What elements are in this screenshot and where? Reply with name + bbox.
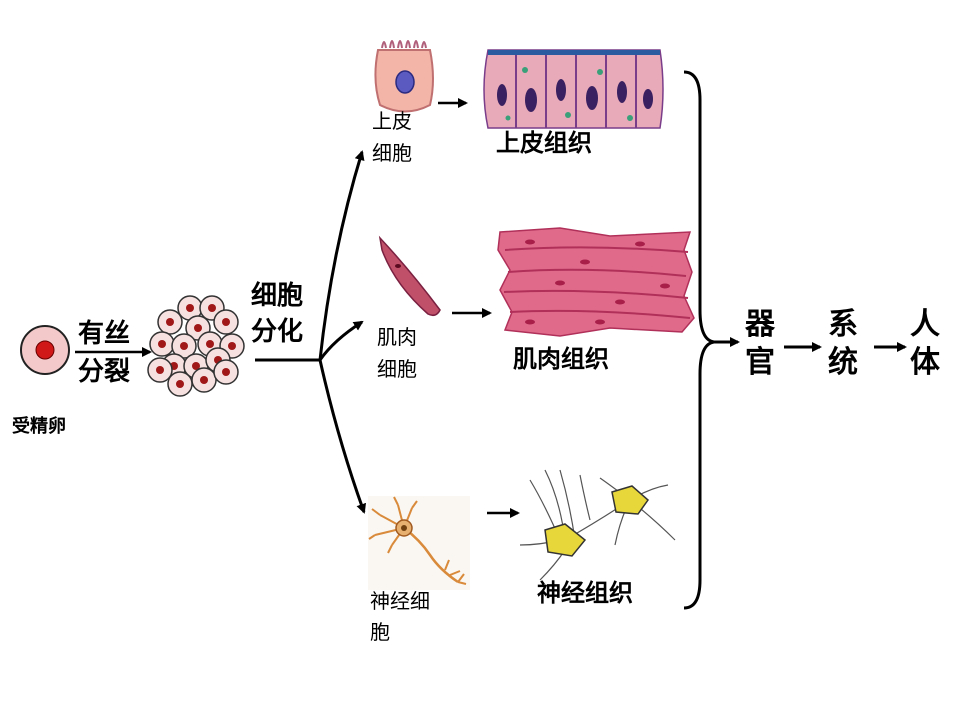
branch-arrow-epithelial — [318, 150, 365, 361]
fertilized-egg-label: 受精卵 — [12, 416, 66, 437]
cluster-cell-nucleus — [166, 318, 174, 326]
cluster-cell-nucleus — [228, 342, 236, 350]
cluster-cell-nucleus — [194, 324, 202, 332]
branch-arrow-nerve — [318, 359, 366, 514]
cluster-cell-nucleus — [176, 380, 184, 388]
mitosis-label-line2: 分裂 — [78, 357, 131, 387]
nerve-cell-label-line1: 神经细 — [370, 589, 430, 613]
fertilized-egg-icon — [20, 325, 70, 375]
cell-cluster-icon — [147, 295, 245, 397]
cluster-cell-nucleus — [156, 366, 164, 374]
mitosis-label-line1: 有丝 — [78, 319, 131, 349]
epithelial-cell-label-line2: 细胞 — [372, 141, 412, 165]
cluster-cell-nucleus — [158, 340, 166, 348]
organ-label-line1: 器 — [745, 307, 775, 342]
differentiation-label-line1: 细胞 — [251, 281, 304, 311]
cluster-cell-nucleus — [222, 318, 230, 326]
muscle-cell-label-line1: 肌肉 — [377, 325, 417, 349]
cluster-cell-nucleus — [200, 376, 208, 384]
muscle-cell-icon — [378, 235, 441, 317]
system-label-line1: 系 — [828, 307, 858, 342]
muscle-tissue-image — [497, 227, 695, 337]
cluster-cell-nucleus — [180, 342, 188, 350]
nerve-cell-label-line2: 胞 — [370, 620, 390, 644]
cluster-cell-nucleus — [222, 368, 230, 376]
body-label-line2: 体 — [910, 345, 940, 380]
epithelial-tissue-image — [483, 49, 664, 129]
cluster-cell-nucleus — [206, 340, 214, 348]
differentiation-label-line2: 分化 — [251, 317, 304, 347]
system-label-line2: 统 — [828, 345, 858, 380]
cluster-cell-nucleus — [208, 304, 216, 312]
muscle-cell-label-line2: 细胞 — [377, 357, 417, 381]
muscle-tissue-label: 肌肉组织 — [513, 345, 609, 373]
body-label-line1: 人 — [910, 307, 940, 342]
cluster-cell-nucleus — [192, 362, 200, 370]
branch-arrow-muscle — [318, 320, 364, 361]
epithelial-cell-icon — [374, 40, 434, 113]
grouping-brace — [683, 70, 715, 610]
cluster-cell-nucleus — [186, 304, 194, 312]
epithelial-tissue-label: 上皮组织 — [496, 129, 592, 157]
organ-label-line2: 官 — [745, 345, 775, 380]
nerve-tissue-label: 神经组织 — [537, 579, 633, 607]
nerve-tissue-image — [519, 469, 676, 581]
nerve-cell-icon — [368, 496, 470, 590]
epithelial-cell-label-line1: 上皮 — [372, 109, 412, 133]
